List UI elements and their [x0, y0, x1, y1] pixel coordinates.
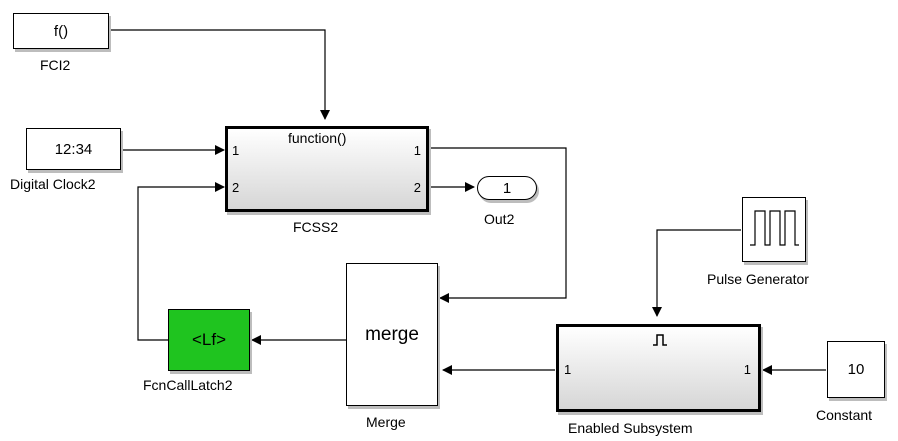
fcncalllatch2-label: FcnCallLatch2 [143, 377, 233, 393]
merge-label: Merge [366, 414, 406, 430]
fcss2-title: function() [288, 130, 347, 146]
pulse-generator-label: Pulse Generator [707, 271, 809, 287]
out2-port-number: 1 [502, 179, 512, 197]
pulse-generator-block[interactable] [742, 197, 806, 262]
fci2-block[interactable]: f() [13, 13, 109, 49]
fci2-block-text: f() [53, 22, 69, 40]
enabled-subsystem-label: Enabled Subsystem [568, 420, 693, 436]
constant-label: Constant [816, 407, 873, 423]
fcncalllatch2-block-text: <Lf> [191, 330, 227, 349]
fcss2-outport-2: 2 [413, 180, 421, 195]
merge-block[interactable]: merge [346, 263, 438, 406]
out2-label: Out2 [484, 211, 515, 227]
line-fci2-to-fcss2[interactable] [110, 29, 330, 120]
line-pulse-to-enable[interactable] [652, 229, 741, 317]
digital-clock2-block[interactable]: 12:34 [26, 128, 121, 170]
line-fcss2-out1-to-merge[interactable] [430, 147, 567, 303]
enabled-subsystem-inport-1: 1 [564, 362, 572, 377]
fcss2-inport-1: 1 [232, 143, 240, 158]
pulse-wave-icon [750, 210, 799, 246]
fcss2-subsystem-block[interactable]: function() 1 2 1 2 [225, 126, 429, 212]
constant-block[interactable]: 10 [827, 341, 885, 398]
enabled-subsystem-block[interactable]: 1 1 [556, 324, 761, 412]
out2-port-block[interactable]: 1 [477, 176, 537, 200]
enabled-subsystem-outport-1: 1 [743, 362, 751, 377]
fcss2-label: FCSS2 [293, 219, 339, 235]
enable-port-icon [653, 334, 667, 346]
constant-block-text: 10 [847, 361, 865, 378]
fci2-label: FCI2 [40, 57, 71, 73]
line-latch-feedback[interactable] [137, 182, 225, 341]
digital-clock2-label: Digital Clock2 [10, 176, 96, 192]
digital-clock2-block-text: 12:34 [54, 140, 93, 158]
merge-block-text: merge [365, 323, 419, 345]
fcncalllatch2-block[interactable]: <Lf> [168, 309, 250, 371]
fcss2-outport-1: 1 [413, 143, 421, 158]
fcss2-inport-2: 2 [232, 180, 240, 195]
